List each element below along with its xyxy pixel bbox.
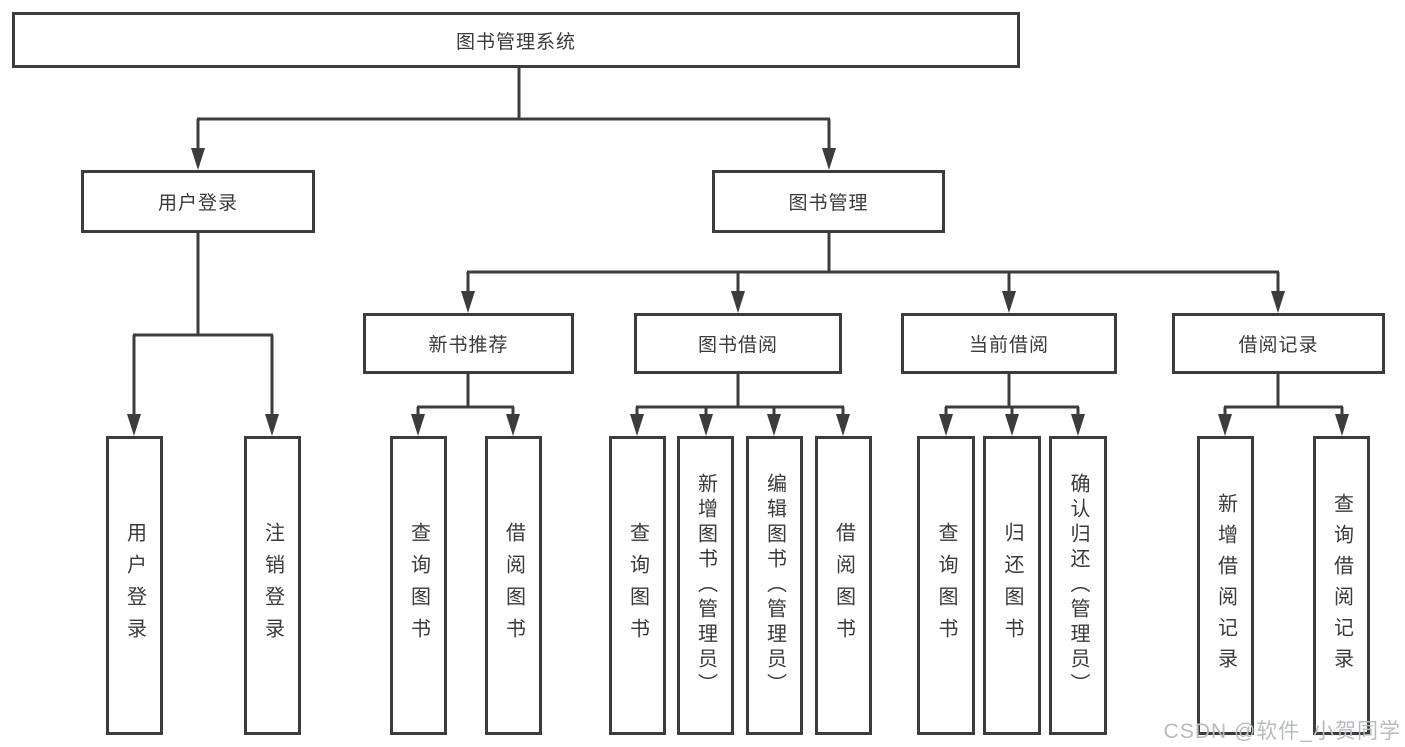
leaf-user-login-label: 用户登录 (123, 521, 146, 650)
node-root-label: 图书管理系统 (455, 31, 576, 53)
node-book-management-label: 图书管理 (788, 193, 869, 214)
node-current-borrow: 当前借阅 (901, 313, 1117, 374)
leaf-bb-borrow-book: 借阅图书 (815, 436, 872, 735)
leaf-cb-query-book: 查询图书 (917, 436, 975, 735)
leaf-br-query-record: 查询借阅记录 (1313, 436, 1370, 735)
arrowheads (127, 148, 1349, 436)
watermark: CSDN @软件_小贺同学 (1163, 720, 1401, 743)
leaf-cb-return-book: 归还图书 (983, 436, 1041, 735)
node-borrow-record-label: 借阅记录 (1238, 335, 1319, 356)
node-book-borrow: 图书借阅 (634, 313, 842, 374)
leaf-cb-return-book-label: 归还图书 (1001, 521, 1023, 650)
leaf-bb-query-book-label: 查询图书 (626, 521, 649, 650)
leaf-nr-query-book-label: 查询图书 (407, 521, 430, 650)
leaf-logout: 注销登录 (244, 436, 301, 735)
leaf-bb-edit-book-label: 编辑图书（管理员） (763, 473, 786, 698)
leaf-cb-confirm-return: 确认归还（管理员） (1049, 436, 1107, 735)
node-new-book-recommend: 新书推荐 (363, 313, 574, 374)
node-book-borrow-label: 图书借阅 (697, 335, 778, 356)
node-root: 图书管理系统 (12, 12, 1020, 68)
leaf-bb-borrow-book-label: 借阅图书 (832, 521, 855, 650)
node-book-management: 图书管理 (712, 170, 945, 233)
node-user-login: 用户登录 (81, 170, 315, 233)
leaf-br-add-record: 新增借阅记录 (1197, 436, 1254, 735)
leaf-bb-edit-book: 编辑图书（管理员） (746, 436, 803, 735)
leaf-cb-confirm-return-label: 确认归还（管理员） (1067, 473, 1089, 698)
node-new-book-recommend-label: 新书推荐 (428, 335, 509, 356)
node-borrow-record: 借阅记录 (1172, 313, 1385, 374)
leaf-nr-query-book: 查询图书 (390, 436, 447, 735)
leaf-user-login: 用户登录 (106, 436, 163, 735)
leaf-br-query-record-label: 查询借阅记录 (1330, 492, 1353, 679)
leaf-bb-query-book: 查询图书 (609, 436, 666, 735)
leaf-br-add-record-label: 新增借阅记录 (1214, 492, 1237, 679)
leaf-bb-add-book-label: 新增图书（管理员） (694, 473, 717, 698)
leaf-logout-label: 注销登录 (261, 521, 284, 650)
leaf-bb-add-book: 新增图书（管理员） (677, 436, 734, 735)
node-user-login-label: 用户登录 (157, 193, 238, 214)
leaf-nr-borrow-book-label: 借阅图书 (502, 521, 525, 650)
node-current-borrow-label: 当前借阅 (968, 335, 1049, 356)
leaf-nr-borrow-book: 借阅图书 (485, 436, 542, 735)
leaf-cb-query-book-label: 查询图书 (935, 521, 957, 650)
